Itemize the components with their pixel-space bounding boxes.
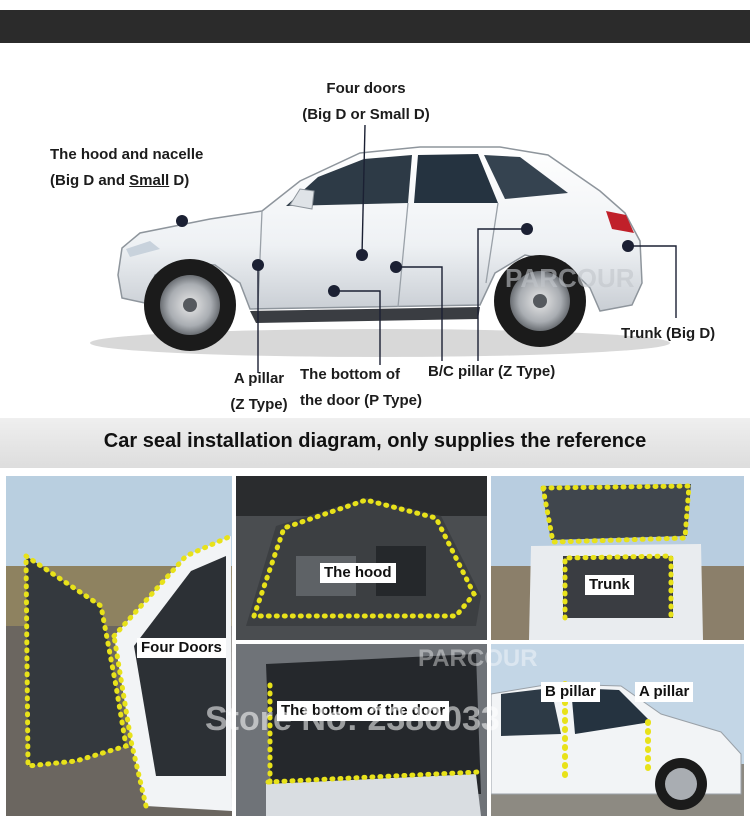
label-hood-nacelle: The hood and nacelle (Big D and Small D): [50, 146, 203, 190]
seal-location-diagram: PARCOUR Four doors (Big D or Small D) Th…: [0, 43, 750, 423]
label-text: (Big D and: [50, 172, 130, 189]
photo-label-four-doors: Four Doors: [137, 638, 226, 658]
label-a-pillar: A pillar (Z Type): [218, 370, 300, 414]
label-text: A pillar: [233, 370, 285, 387]
label-door-bottom: The bottom of the door (P Type): [300, 366, 422, 410]
seal-point-markers: [176, 215, 634, 297]
label-text: the door (P Type): [300, 392, 422, 409]
diagram-watermark: PARCOUR: [505, 263, 635, 293]
caption-banner: Car seal installation diagram, only supp…: [0, 418, 750, 468]
brand-watermark: PARCOUR: [418, 645, 538, 672]
banner-text: Car seal installation diagram, only supp…: [103, 430, 647, 452]
photo-label-trunk: Trunk: [585, 575, 634, 595]
top-bar: [0, 10, 750, 43]
label-text: (Big D or Small D): [302, 106, 430, 123]
photo-label-hood: The hood: [320, 563, 396, 583]
label-trunk: Trunk (Big D): [621, 325, 716, 342]
label-text-underlined: Small: [129, 172, 170, 189]
car-illustration: PARCOUR: [90, 124, 677, 373]
label-bc-pillar: B/C pillar (Z Type): [428, 363, 556, 380]
label-text: The bottom of: [300, 366, 400, 383]
store-watermark: Store No: 2380033: [205, 700, 500, 738]
photo-hood: The hood: [236, 476, 487, 640]
label-text: (Z Type): [230, 396, 288, 413]
photo-label-a-pillar: A pillar: [635, 682, 694, 702]
photo-door-bottom: The bottom of the door: [236, 644, 487, 816]
label-text: Four doors: [326, 80, 406, 97]
photo-label-b-pillar: B pillar: [541, 682, 600, 702]
label-text: D): [169, 172, 190, 189]
photo-trunk: Trunk: [491, 476, 744, 640]
photo-pillars: B pillar A pillar: [491, 644, 744, 816]
photo-four-doors: Four Doors: [6, 476, 232, 816]
photo-label-door-bottom: The bottom of the door: [277, 701, 450, 721]
label-four-doors: Four doors (Big D or Small D): [280, 80, 452, 124]
label-text: The hood and nacelle: [50, 146, 204, 163]
